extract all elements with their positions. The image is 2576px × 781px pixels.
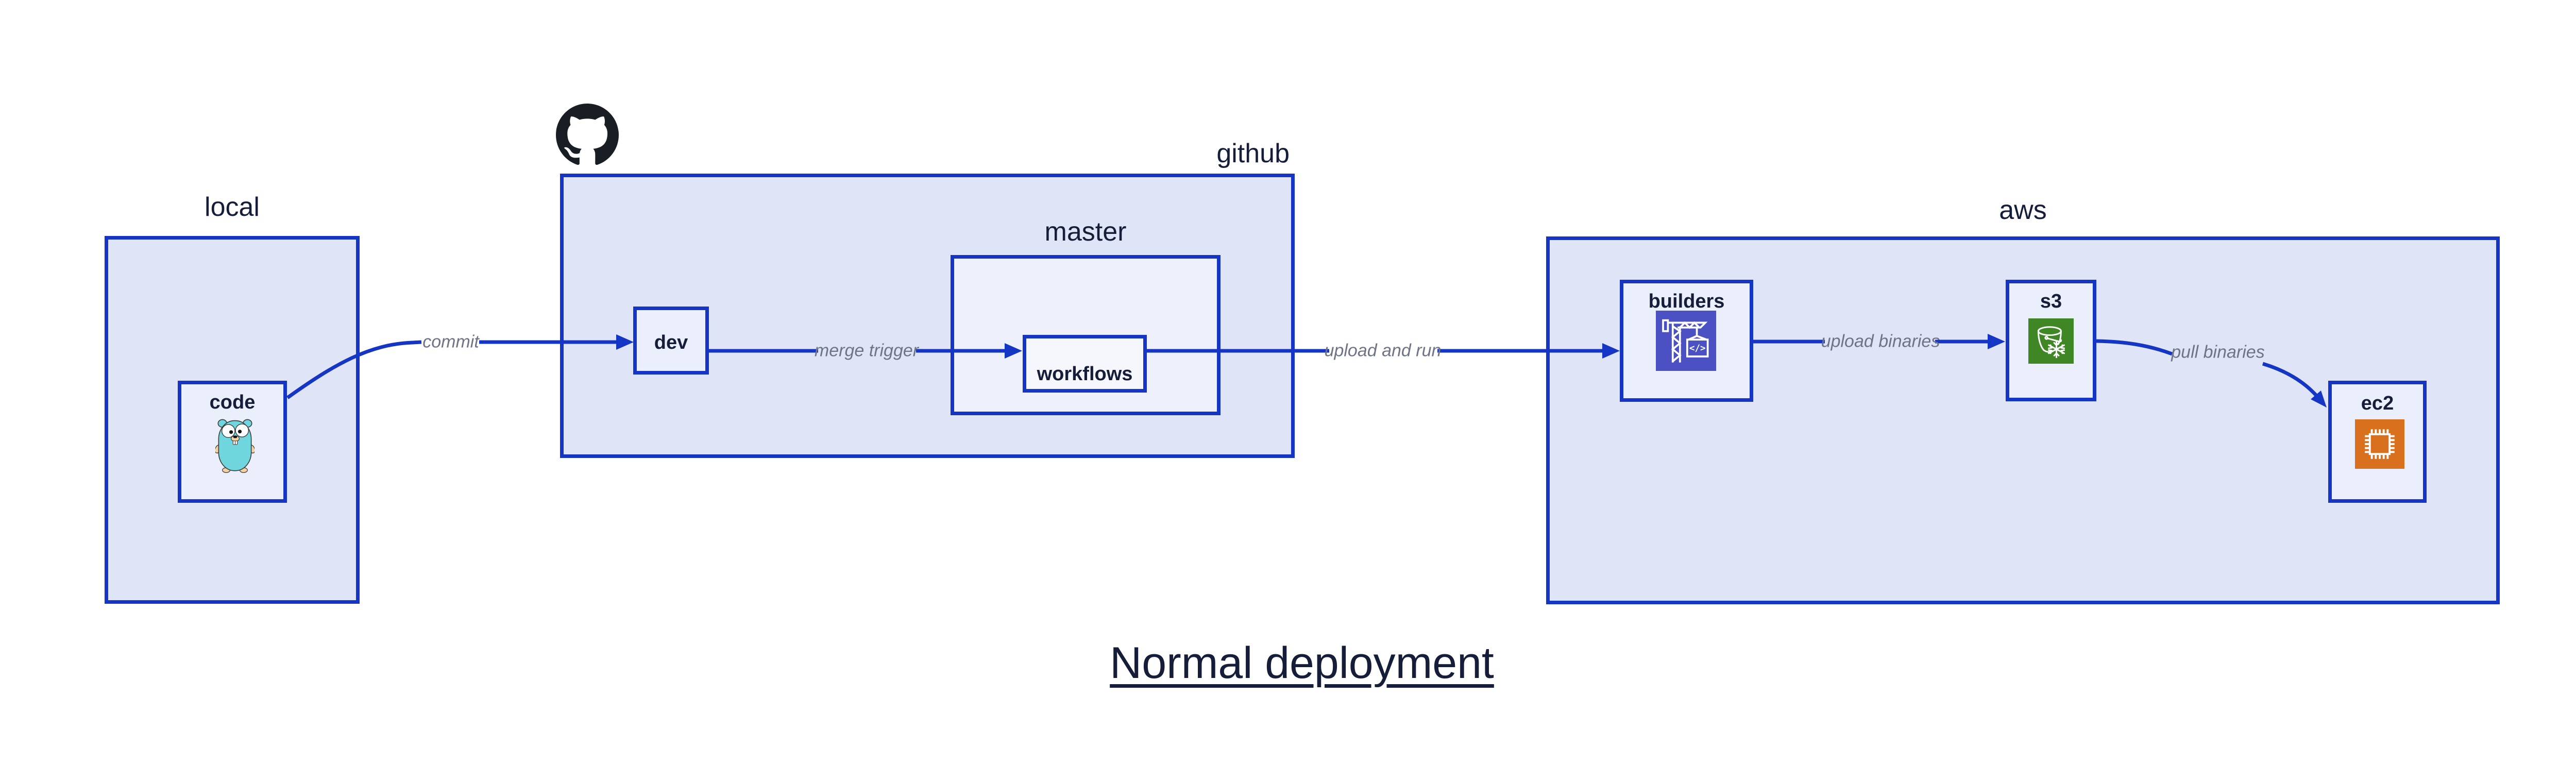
edge-label-upload-and-run: upload and run: [1324, 341, 1442, 361]
edge-label-commit: commit: [422, 332, 479, 352]
edge-label-merge-trigger: merge trigger: [814, 341, 919, 361]
group-label-aws: aws: [1999, 195, 2047, 225]
group-label-master: master: [1044, 217, 1127, 247]
node-box-ec2: ec2: [2328, 381, 2427, 503]
node-label-s3: s3: [2040, 291, 2062, 312]
node-label-builders: builders: [1648, 291, 1725, 312]
node-label-workflows: workflows: [1037, 363, 1133, 385]
s3-glacier-bucket-icon: [2028, 318, 2074, 364]
github-octocat-icon: [555, 104, 619, 166]
codebuild-crane-icon: </>: [1656, 311, 1716, 371]
codebuild-code-glyph: </>: [1689, 343, 1706, 353]
node-label-ec2: ec2: [2361, 393, 2394, 414]
go-gopher-icon: [215, 416, 255, 473]
diagram-title: Normal deployment: [1110, 638, 1494, 688]
edge-label-upload-binaries: upload binaries: [1821, 331, 1940, 351]
group-label-local: local: [205, 192, 260, 222]
node-label-dev: dev: [654, 332, 688, 353]
node-box-builders: builders </>: [1620, 280, 1753, 402]
edge-label-pull-binaries: pull binaries: [2171, 342, 2265, 362]
node-label-code: code: [209, 392, 256, 413]
node-box-workflows: workflows: [1023, 335, 1147, 393]
node-box-code: code: [178, 381, 287, 503]
node-box-dev: dev: [633, 307, 709, 375]
ec2-chip-icon: [2355, 419, 2404, 469]
node-box-s3: s3: [2006, 280, 2096, 401]
group-label-github: github: [1216, 139, 1290, 168]
